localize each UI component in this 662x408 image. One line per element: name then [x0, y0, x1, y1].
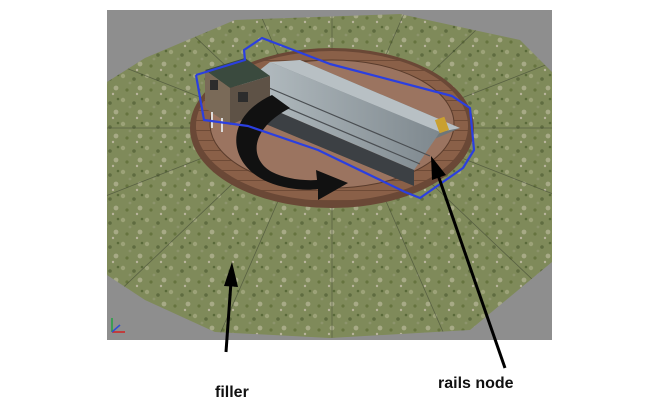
ground-segment-line — [463, 158, 552, 217]
rails-node-label: rails node — [438, 375, 514, 392]
filler-pointer-arrow — [224, 262, 238, 353]
filler-label: filler — [215, 384, 249, 401]
rails-node-selection-outline — [194, 36, 476, 200]
ground-segment-line — [216, 14, 279, 55]
operator-cabin[interactable] — [205, 58, 270, 132]
ground-segment-line — [463, 39, 552, 98]
ground-segment-line — [119, 184, 232, 291]
ground-segment-line — [385, 201, 448, 338]
curved-arrow-icon — [236, 95, 348, 200]
ground-segment-line — [107, 158, 201, 217]
rails-node-pointer-arrow — [431, 156, 507, 369]
ground-segment-line — [385, 14, 448, 55]
axis-gizmo-icon — [111, 318, 125, 333]
ground-segment-line — [432, 184, 545, 291]
